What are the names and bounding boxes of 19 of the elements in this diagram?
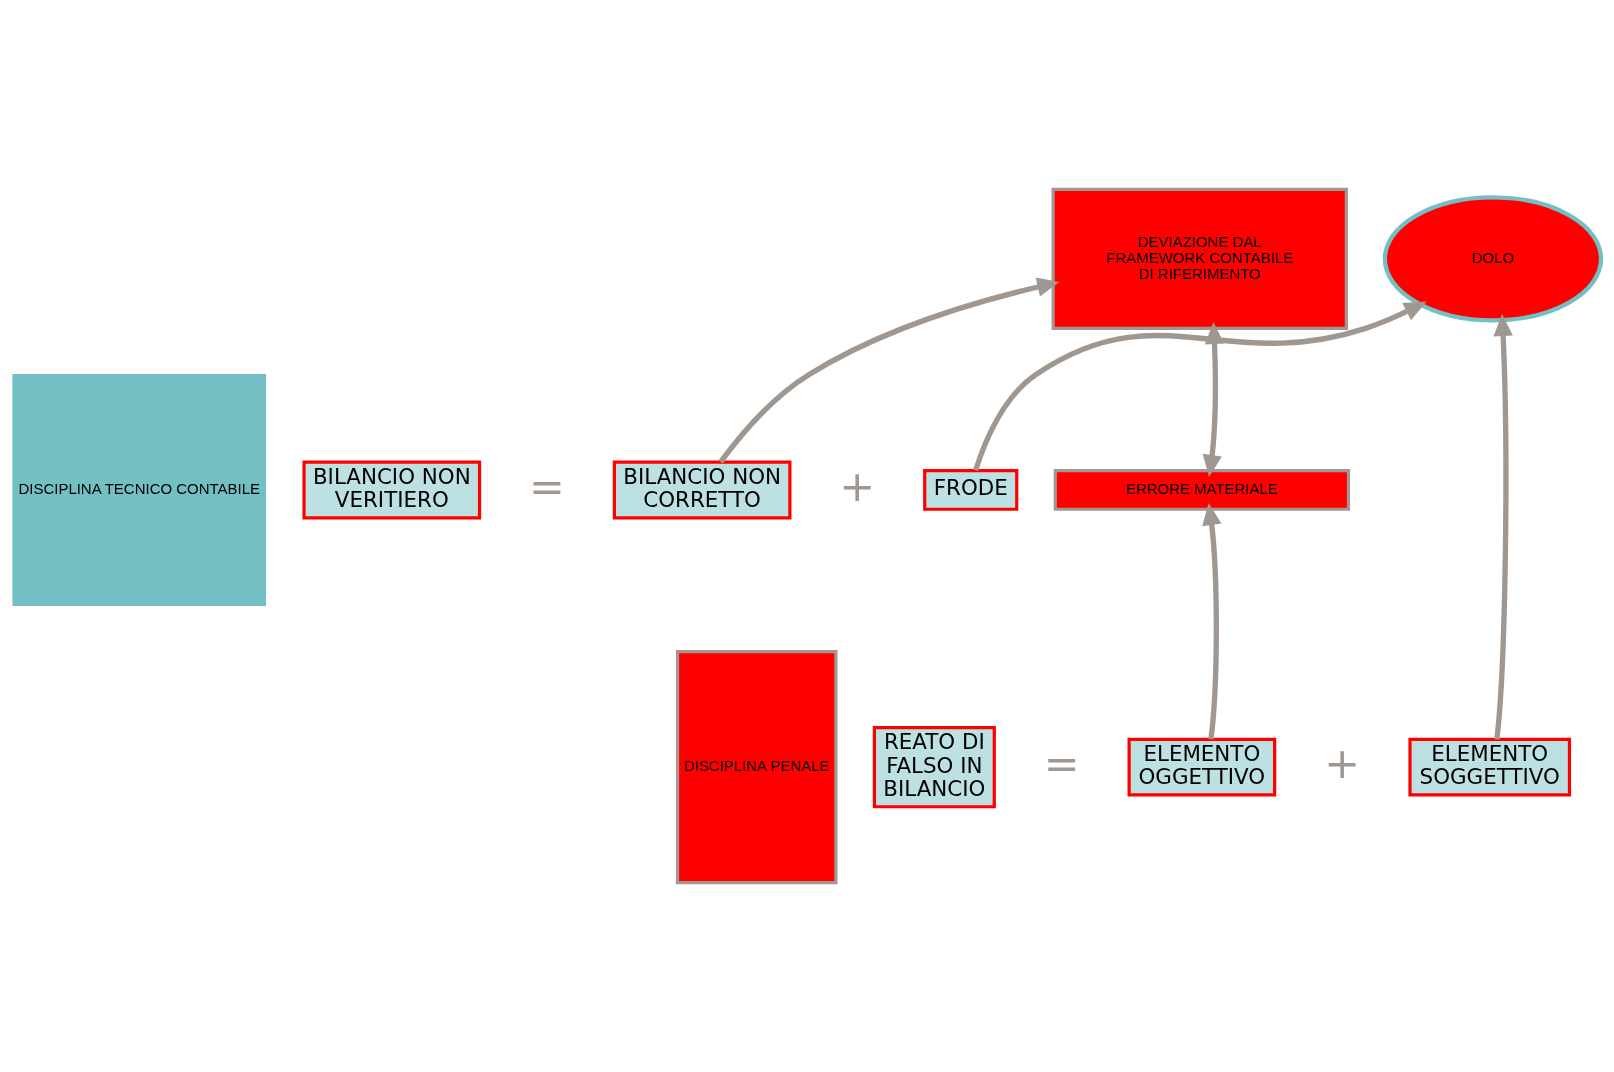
node-box: DISCIPLINA TECNICO CONTABILE [12, 373, 267, 607]
node-box: REATO DI FALSO IN BILANCIO [872, 725, 996, 809]
node-box: DISCIPLINA PENALE [675, 649, 838, 885]
node-box: BILANCIO NON VERITIERO [302, 460, 482, 520]
label: + [1324, 737, 1360, 788]
label: = [1043, 737, 1080, 788]
arrow [1202, 502, 1222, 740]
node-box: DEVIAZIONE DAL FRAMEWORK CONTABILE DI RIFERIMENTO [1051, 187, 1348, 330]
arrow [1493, 313, 1513, 740]
arrow [973, 301, 1427, 472]
node-box: ELEMENTO OGGETTIVO [1127, 737, 1277, 797]
arrow [1202, 321, 1225, 478]
node-box: BILANCIO NON CORRETTO [612, 460, 792, 520]
label: = [529, 460, 565, 511]
label: + [839, 460, 876, 511]
node-box: FRODE [923, 469, 1019, 511]
arrow [718, 277, 1060, 464]
node-box: ERRORE MATERIALE [1053, 469, 1351, 511]
node-box: ELEMENTO SOGGETTIVO [1408, 737, 1572, 797]
